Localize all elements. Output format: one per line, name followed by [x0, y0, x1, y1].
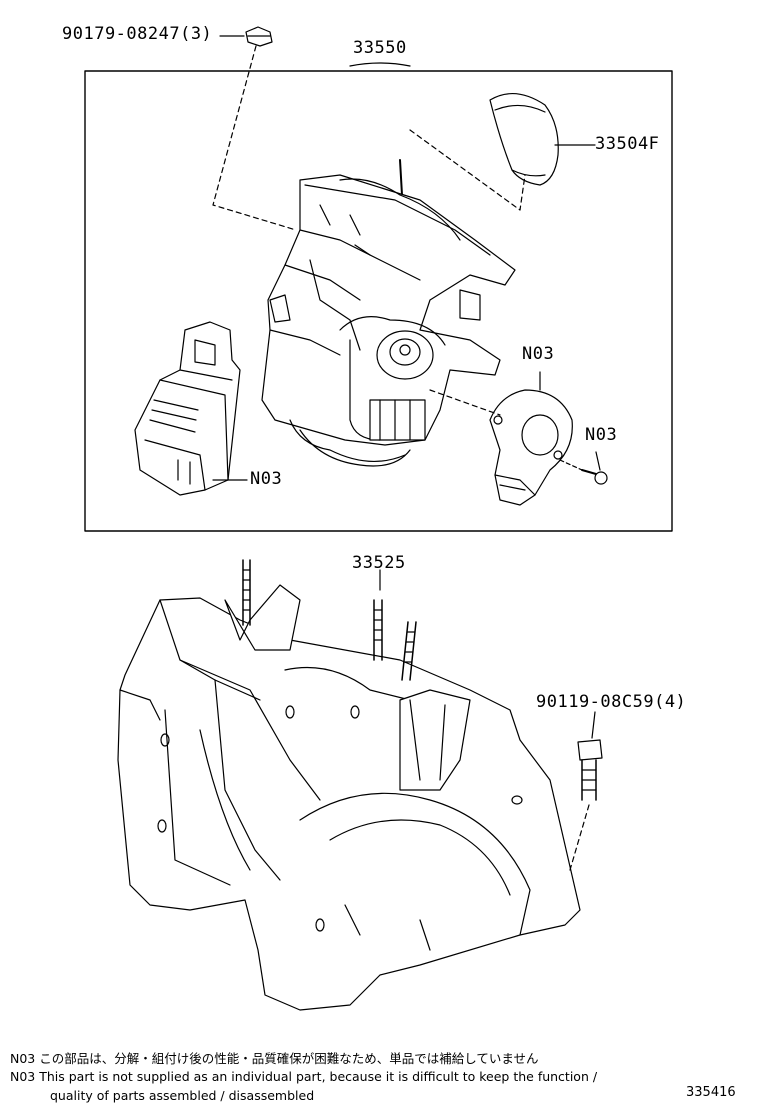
figure-number: 335416	[686, 1085, 736, 1100]
bracket-stud-icon	[242, 559, 417, 681]
callout-bolt-bracket: 90119-08C59(4)	[536, 692, 687, 712]
bracket-bolt-icon	[577, 739, 603, 801]
sensor-dashline	[429, 389, 501, 416]
callout-bolt-top: 90179-08247(3)	[62, 24, 213, 44]
note-english-line2: quality of parts assembled / disassemble…	[50, 1088, 315, 1103]
bracket-bolt-leader	[591, 711, 596, 739]
note-english-line1: N03 This part is not supplied as an indi…	[10, 1069, 598, 1084]
callout-n03-left: N03	[250, 469, 283, 489]
callout-n03-center: N03	[522, 344, 555, 364]
screw-leader	[595, 451, 601, 471]
top-bolt-icon	[245, 26, 273, 47]
shift-lever-body-icon	[261, 159, 516, 467]
shift-knob-icon	[489, 93, 559, 186]
assembly-frame	[84, 70, 673, 532]
callout-bracket: 33525	[352, 553, 406, 573]
knob-dashline	[409, 129, 526, 211]
position-sensor-icon	[489, 389, 573, 506]
sensor-screw-icon	[581, 469, 608, 485]
callout-n03-right: N03	[585, 425, 618, 445]
screw-dashline	[559, 459, 583, 471]
bracket-bolt-dashline	[569, 804, 590, 871]
bracket-icon	[117, 584, 581, 1011]
left-switch-module-icon	[134, 321, 241, 496]
top-bolt-dashline	[212, 45, 297, 231]
note-japanese: N03 この部品は、分解・組付け後の性能・品質確保が困難なため、単品では補給して…	[10, 1051, 539, 1066]
callout-assembly: 33550	[353, 38, 407, 58]
assembly-leader	[349, 62, 411, 67]
callout-knob: 33504F	[595, 134, 660, 154]
